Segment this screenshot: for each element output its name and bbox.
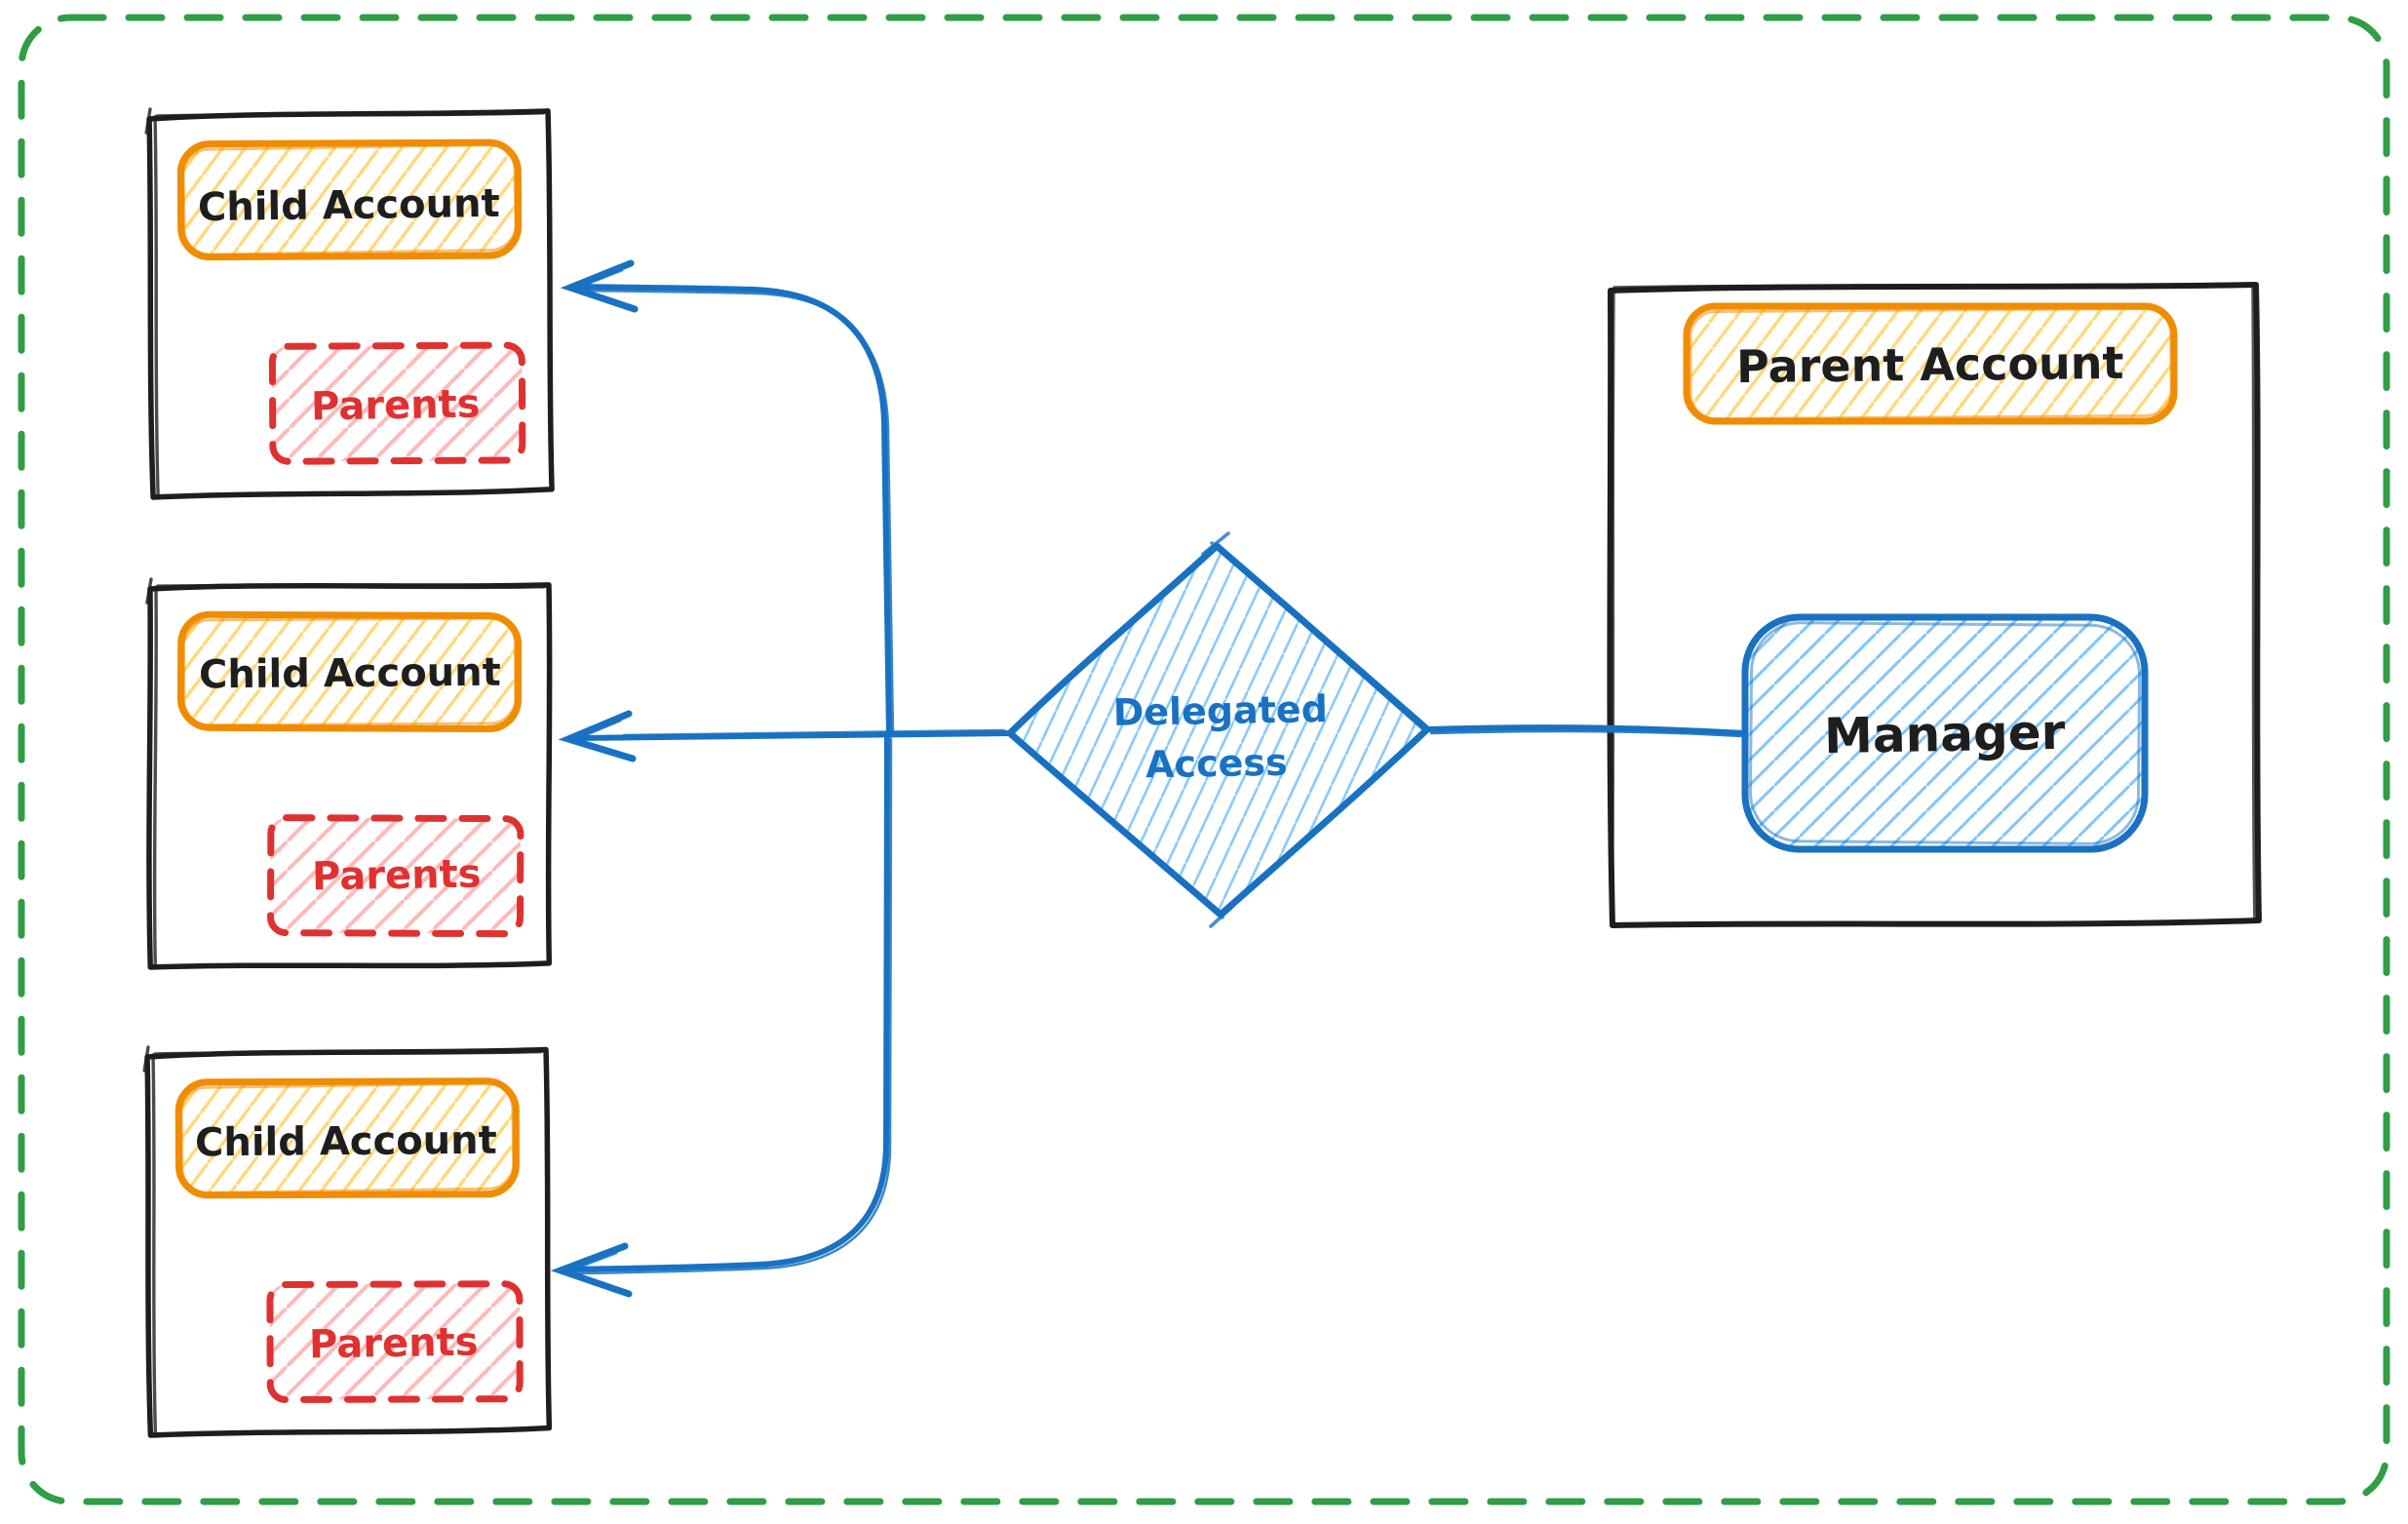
arrow-to-child-1	[578, 284, 892, 738]
arrow-head-accent	[565, 1251, 618, 1273]
parents-label-1: Parents	[311, 381, 481, 429]
connectors	[550, 259, 1746, 1298]
child-account-box-1	[146, 107, 552, 497]
child-account-label-2: Child Account	[199, 650, 501, 698]
arrow-to-child-1-accent	[583, 289, 895, 735]
child-account-box-2	[145, 579, 551, 969]
child-box-frame	[146, 107, 552, 497]
child-box-frame	[145, 579, 551, 969]
link-manager-to-diamond-accent	[1429, 729, 1743, 738]
arrow-to-child-2-accent	[622, 728, 1006, 737]
parent-account-label: Parent Account	[1736, 336, 2124, 393]
parent-box-frame-accent	[1610, 284, 2257, 924]
manager-box-accent	[1748, 621, 2142, 845]
parents-label-3: Parents	[309, 1319, 479, 1367]
parents-label-2: Parents	[312, 851, 482, 899]
arrow-head	[550, 1242, 633, 1298]
child-account-label-1: Child Account	[198, 181, 500, 230]
delegated-label-line2: Access	[1146, 741, 1288, 787]
canvas-border	[18, 14, 2390, 1505]
manager-label: Manager	[1824, 704, 2067, 764]
arrow-head	[558, 710, 637, 762]
arrow-head	[560, 259, 639, 313]
arrow-to-child-2	[568, 730, 1013, 741]
parent-account-pill	[1683, 302, 2178, 425]
arrow-head-accent	[571, 719, 622, 742]
child-account-box-3	[144, 1046, 549, 1435]
arrow-head-accent	[573, 268, 624, 291]
diamond-accent	[1013, 531, 1424, 928]
link-manager-to-diamond	[1424, 724, 1746, 736]
delegated-access-diamond	[1006, 531, 1431, 928]
arrow-to-child-3	[563, 732, 890, 1272]
child-box-frame	[144, 1046, 549, 1435]
child-account-label-3: Child Account	[195, 1118, 497, 1166]
arrow-to-child-3-accent	[573, 737, 893, 1275]
parent-account-pill-accent	[1689, 306, 2173, 421]
delegated-label-line1: Delegated	[1112, 687, 1328, 734]
